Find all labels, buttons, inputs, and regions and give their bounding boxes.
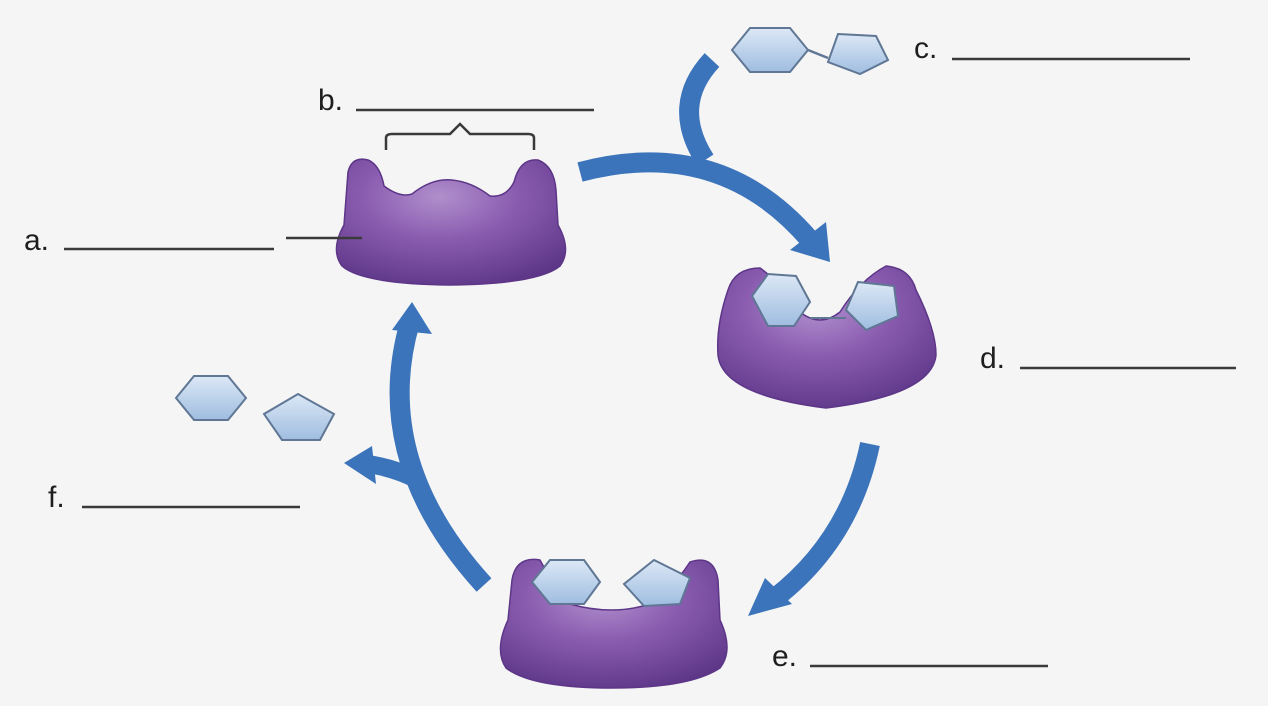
products-monosaccharides (174, 375, 336, 441)
hexagon-sugar (750, 272, 812, 327)
label-a-text: a. (24, 224, 49, 257)
enzyme-shape (335, 158, 567, 286)
arrow-catalysis-head (748, 578, 792, 616)
pentagon-sugar (826, 32, 890, 76)
enzyme-substrate-complex (716, 265, 937, 409)
label-d: d. (980, 342, 1236, 375)
enzyme-product-complex (499, 558, 728, 689)
arrow-release (389, 319, 492, 592)
label-e-text: e. (772, 640, 797, 673)
pentagon-sugar (622, 558, 692, 608)
arrow-release-head (392, 302, 432, 334)
label-f: f. (48, 481, 300, 514)
hexagon-sugar (530, 559, 602, 605)
hexagon-sugar (174, 375, 248, 421)
arrow-substrate-entry (679, 53, 720, 166)
label-a: a. (24, 224, 274, 257)
hexagon-sugar (730, 27, 810, 73)
label-c: c. (914, 32, 1190, 65)
active-site-bracket (384, 122, 536, 150)
cycle-arrows (344, 53, 880, 616)
enzyme-free (286, 122, 567, 286)
arrow-binding-head (790, 222, 830, 262)
label-b-text: b. (318, 84, 343, 117)
label-b: b. (318, 84, 594, 117)
pentagon-sugar (262, 392, 336, 441)
substrate-disaccharide (730, 27, 890, 76)
arrow-binding (577, 152, 818, 247)
glycosidic-bond (807, 48, 829, 60)
arrow-product-exit-head (344, 446, 376, 484)
label-d-text: d. (980, 342, 1005, 375)
label-e: e. (772, 640, 1048, 673)
pentagon-sugar (844, 280, 900, 332)
label-c-text: c. (914, 32, 937, 65)
arrow-catalysis (768, 441, 880, 606)
label-f-text: f. (48, 481, 65, 514)
enzyme-shape (716, 265, 937, 409)
